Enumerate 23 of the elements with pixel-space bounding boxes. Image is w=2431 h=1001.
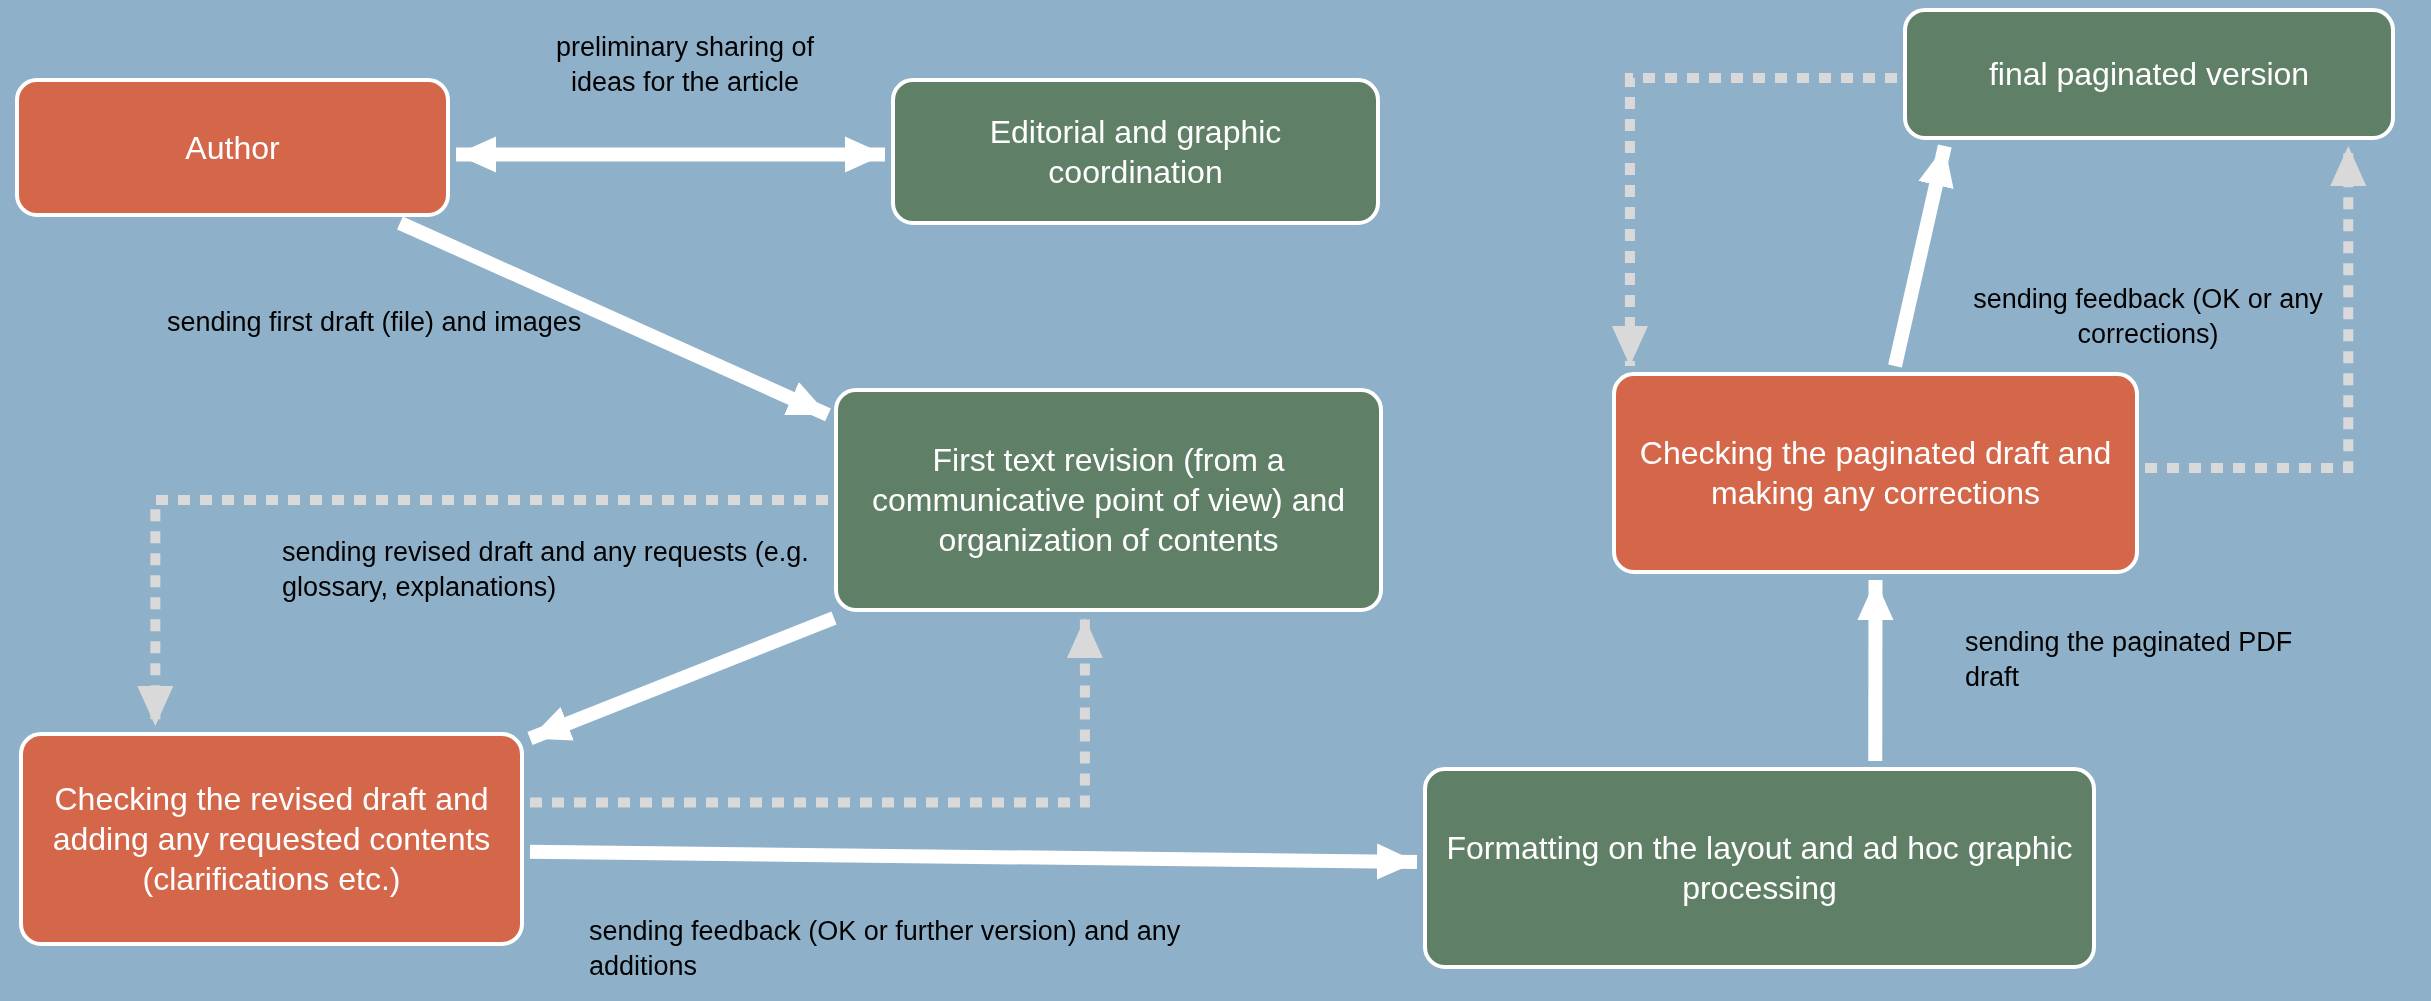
author-box: Author	[15, 78, 450, 217]
arrow	[397, 216, 831, 422]
arrow	[1888, 144, 1954, 368]
arrow	[529, 843, 1418, 880]
edge-label: preliminary sharing of ideas for the article	[554, 31, 816, 100]
edge-label: sending first draft (file) and images	[167, 306, 582, 339]
edge-label: sending feedback (OK or any corrections)	[1972, 283, 2324, 352]
arrow	[1857, 580, 1894, 761]
edge-label: sending the paginated PDF draft	[1965, 626, 2294, 695]
arrow	[527, 611, 837, 745]
dashed-arrow	[1611, 72, 1897, 366]
dashed-arrow	[2145, 146, 2367, 473]
edge-label: sending feedback (OK or further version) and any additions	[589, 915, 1182, 984]
arrow	[456, 136, 885, 173]
dashed-arrow	[137, 495, 828, 726]
dashed-arrow	[530, 618, 1103, 808]
step-box: First text revision (from a communicative point of view) and organization of contents	[834, 388, 1383, 612]
step-box: final paginated version	[1903, 8, 2395, 140]
step-box: Editorial and graphic coordination	[891, 78, 1380, 225]
author-step-box: Checking the revised draft and adding any requested contents (clarifications etc.)	[19, 732, 524, 946]
edge-label: sending revised draft and any requests (e.g. glossary, explanations)	[282, 536, 810, 605]
step-box: Formatting on the layout and ad hoc graphic processing	[1423, 767, 2096, 969]
author-step-box: Checking the paginated draft and making any corrections	[1612, 372, 2139, 574]
